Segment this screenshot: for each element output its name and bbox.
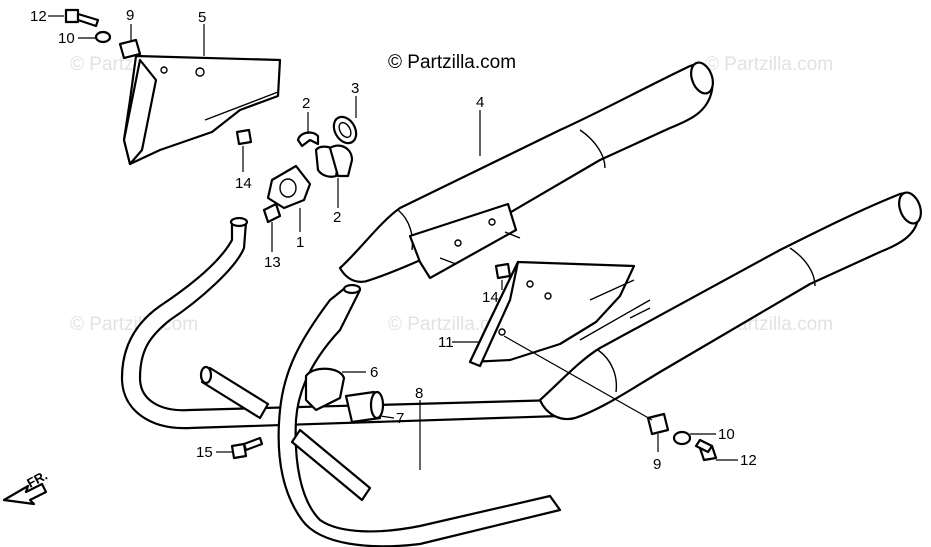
exhaust-pipe-assembly [120,216,562,547]
callout-6: 6 [370,364,378,381]
callout-14-upper: 14 [235,175,252,192]
callout-14-lower: 14 [482,289,499,306]
upper-muffler [338,61,714,283]
callout-8: 8 [415,385,423,402]
lower-bracket [468,260,636,368]
copyright-text: © Partzilla.com [388,52,516,73]
callout-12-bottom: 12 [740,452,757,469]
callout-9-bottom: 9 [653,456,661,473]
callout-4: 4 [476,94,484,111]
callout-3: 3 [351,80,359,97]
lower-muffler [538,191,922,421]
callout-9-top: 9 [126,7,134,24]
callout-11: 11 [438,334,454,351]
front-direction-marker: FR. [2,468,50,506]
watermark-2: © Partzilla.com [705,54,833,75]
callout-2-top: 2 [302,95,310,112]
leader-lines [48,15,738,470]
callout-1: 1 [296,234,304,251]
callout-labels: 12 10 9 5 2 3 4 14 2 1 13 14 11 6 7 8 15… [30,7,757,473]
callout-10-top: 10 [58,30,75,47]
watermark-4: © Partzilla.com [388,314,516,335]
callout-2-bottom: 2 [333,209,341,226]
callout-15: 15 [196,444,213,461]
callout-10-bottom: 10 [718,426,735,443]
callout-12-top: 12 [30,8,47,25]
callout-5: 5 [198,9,206,26]
upper-bracket [122,54,282,166]
callout-13: 13 [264,254,281,271]
callout-7: 7 [396,410,404,427]
